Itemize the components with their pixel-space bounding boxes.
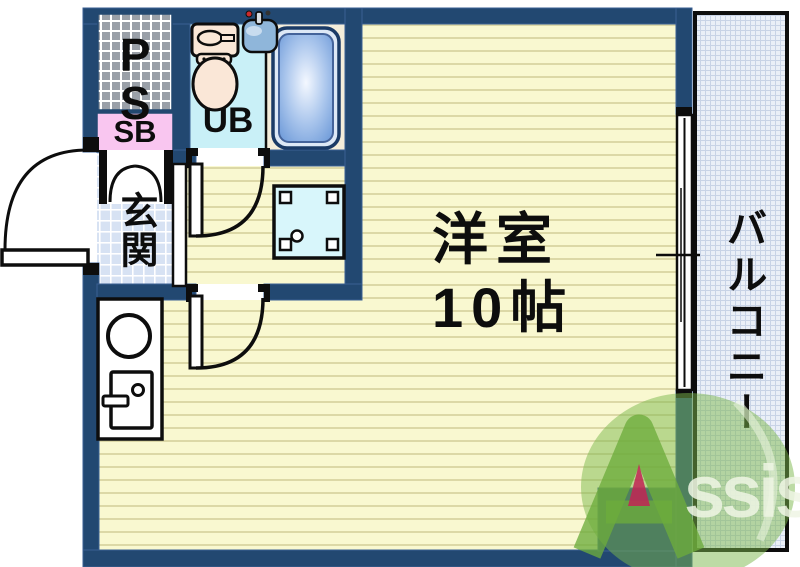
wall-right-lower bbox=[675, 389, 693, 567]
wall-hall-vertical bbox=[344, 7, 363, 301]
toilet bbox=[190, 22, 240, 112]
toilet-flush-lever bbox=[196, 29, 224, 47]
entrance-door-leaf bbox=[0, 248, 90, 267]
shoe-box-door-arc-left bbox=[108, 164, 136, 203]
unit-bath-label: UB bbox=[202, 101, 254, 140]
bathtub-basin bbox=[278, 33, 334, 143]
wall-right-upper bbox=[675, 7, 693, 115]
wall-bottom bbox=[82, 549, 693, 567]
shoe-box-panel-right bbox=[164, 150, 173, 204]
toilet-lever-handle bbox=[220, 34, 235, 42]
bathtub bbox=[271, 26, 341, 150]
room-door-leaf bbox=[188, 294, 204, 370]
wall-corner-block bbox=[597, 487, 677, 552]
basin-hot-tap bbox=[245, 10, 253, 18]
entrance-door-top-jamb bbox=[83, 137, 99, 152]
toilet-bowl bbox=[191, 56, 239, 112]
kitchen-handle bbox=[101, 394, 130, 408]
shoe-box-doors bbox=[99, 150, 173, 204]
washing-machine-pan bbox=[272, 184, 346, 260]
shoe-box-panel-left bbox=[99, 150, 107, 204]
pipe-space-box bbox=[97, 13, 173, 111]
kitchen-knob bbox=[131, 383, 145, 397]
ub-door-threshold bbox=[196, 148, 264, 166]
entrance-step bbox=[171, 162, 188, 288]
ub-door-swing-arc bbox=[195, 165, 265, 238]
entrance-door-swing-arc bbox=[3, 148, 89, 251]
room-door-strike-jamb bbox=[258, 284, 270, 302]
kitchen-unit bbox=[96, 297, 164, 441]
pan-drain bbox=[290, 229, 304, 243]
room-door-threshold bbox=[196, 284, 264, 300]
balcony-label: バルコニー bbox=[720, 207, 766, 437]
window-cap-top bbox=[676, 107, 692, 115]
entrance-door bbox=[0, 137, 99, 275]
basin-cold-tap bbox=[265, 10, 271, 16]
shoe-box-label: SB bbox=[113, 113, 157, 149]
ub-door-leaf bbox=[188, 162, 204, 238]
kitchen-sink bbox=[106, 313, 152, 359]
ub-door bbox=[186, 148, 270, 238]
ub-door-strike-jamb bbox=[258, 148, 270, 168]
main-room-name: 洋室 bbox=[432, 208, 560, 271]
basin-faucet bbox=[255, 11, 263, 25]
pipe-space-label: PS bbox=[109, 29, 162, 125]
wall-hall-horizontal-right bbox=[263, 283, 363, 301]
wall-top bbox=[82, 7, 693, 25]
wash-basin bbox=[241, 10, 279, 54]
basin-highlight bbox=[246, 26, 262, 36]
shoe-box-door-arc-right bbox=[134, 164, 163, 203]
main-room-label: 洋室 10帖 bbox=[432, 206, 574, 343]
shoe-box bbox=[96, 112, 174, 153]
room-door bbox=[186, 284, 270, 370]
entrance-label: 玄関 bbox=[113, 191, 156, 269]
room-door-swing-arc bbox=[195, 297, 265, 370]
main-room-size: 10帖 bbox=[432, 276, 575, 340]
